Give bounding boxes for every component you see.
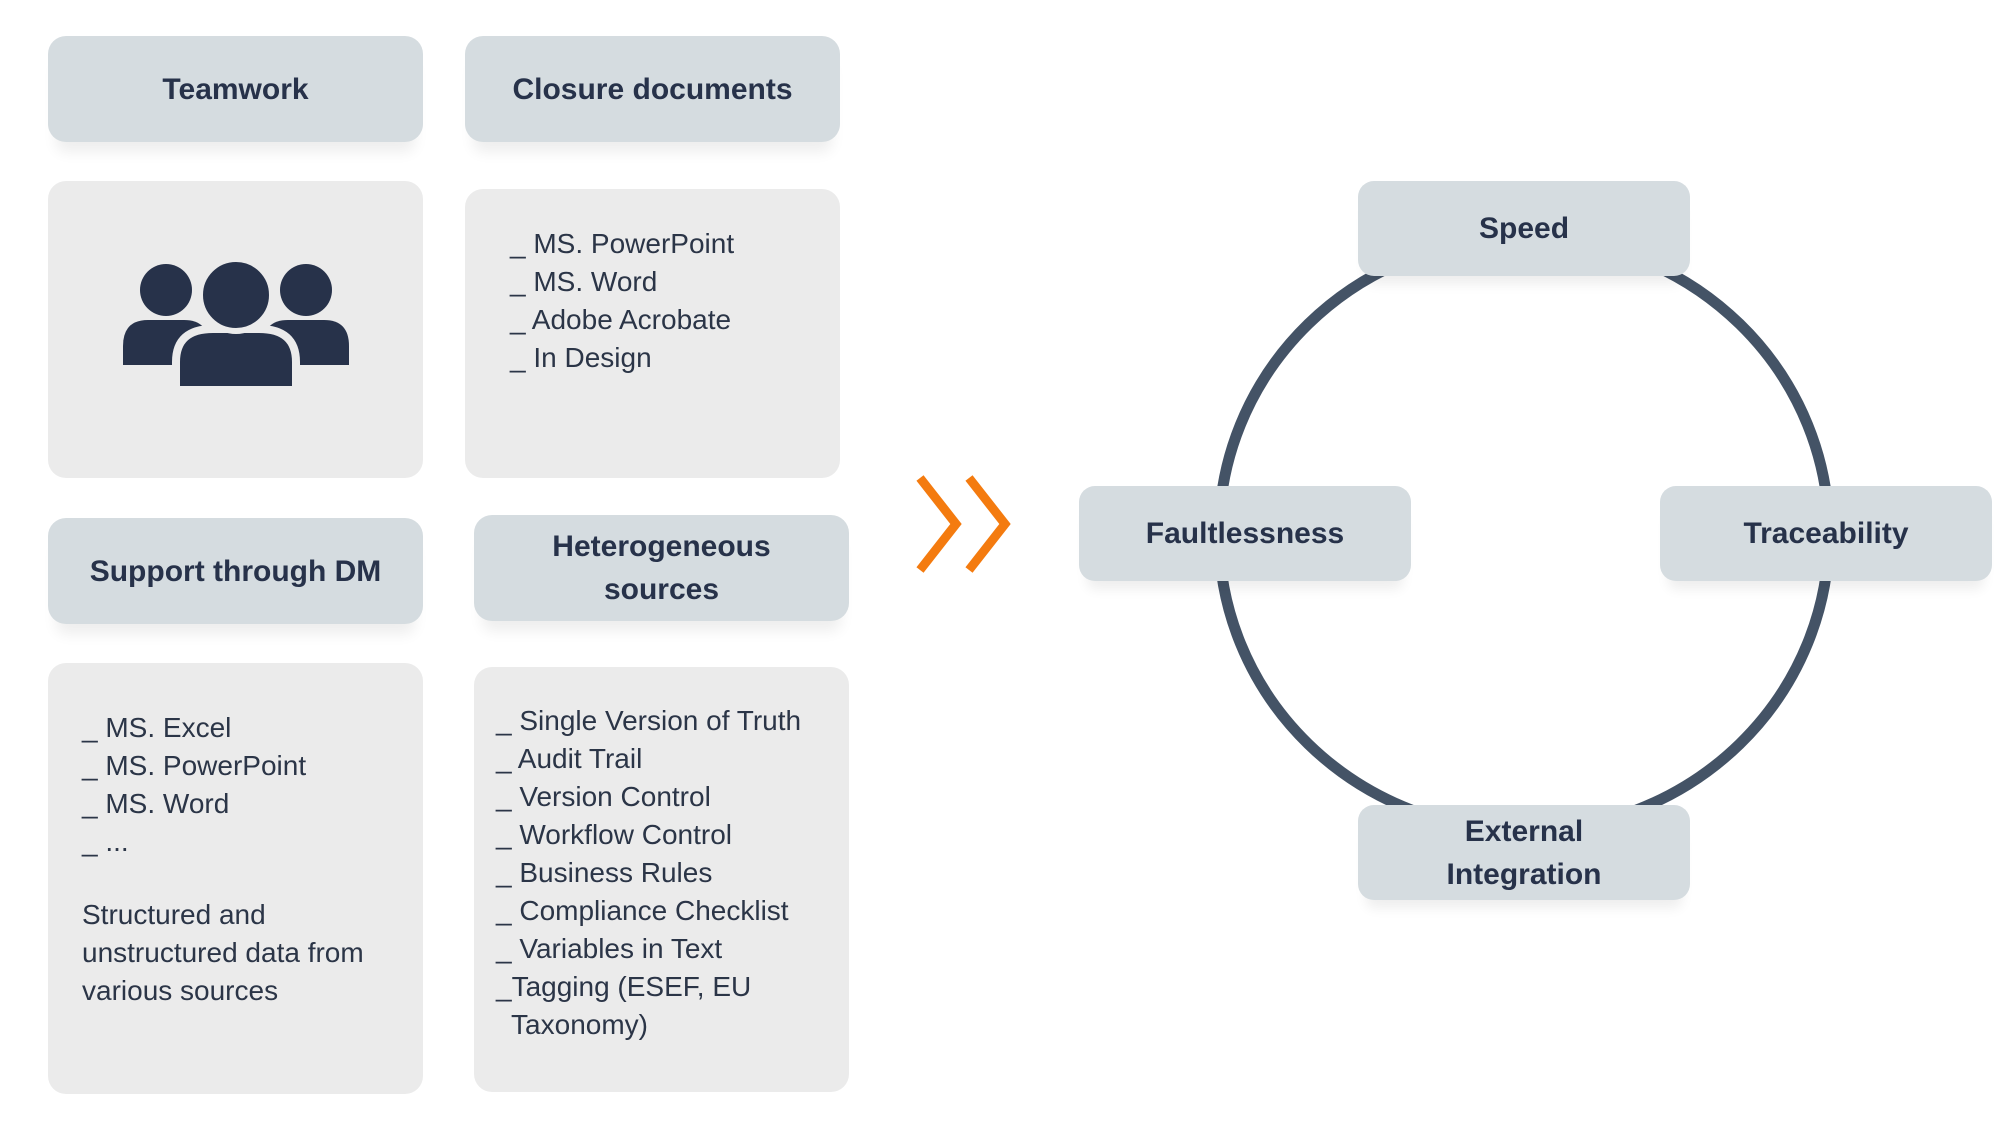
support-dm-panel: _ MS. Excel _ MS. PowerPoint _ MS. Word … (48, 663, 423, 1094)
cycle-node-faultlessness: Faultlessness (1079, 486, 1411, 581)
list-item: _ Version Control (496, 781, 711, 812)
cycle-node-label: Faultlessness (1145, 517, 1345, 550)
list-item: _ Single Version of Truth (496, 705, 802, 736)
list-item: _ Compliance Checklist (496, 895, 789, 926)
closure-documents-list: _ MS. PowerPoint _ MS. Word _ Adobe Acro… (510, 225, 734, 377)
list-item: _ Business Rules (496, 857, 713, 888)
list-item: _ MS. PowerPoint (82, 750, 307, 781)
list-item: _ MS. PowerPoint (510, 228, 735, 259)
heterogeneous-sources-header: Heterogeneous sources (474, 515, 849, 621)
support-dm-list: _ MS. Excel _ MS. PowerPoint _ MS. Word … (82, 709, 306, 861)
list-item: _ Audit Trail (496, 743, 643, 774)
list-item: _Tagging (ESEF, EU (496, 971, 752, 1002)
closure-documents-header: Closure documents (465, 36, 840, 142)
cycle-node-external-integration: External Integration (1358, 805, 1690, 900)
list-item: _ Adobe Acrobate (510, 304, 732, 335)
cycle-node-label: Traceability (1743, 517, 1909, 550)
teamwork-title: Teamwork (162, 72, 309, 106)
cycle-node-speed: Speed (1358, 181, 1690, 276)
heterogeneous-sources-panel: _ Single Version of Truth _ Audit Trail … (474, 667, 849, 1092)
teamwork-header: Teamwork (48, 36, 423, 142)
support-dm-title: Support through DM (89, 554, 382, 588)
note-line: various sources (82, 975, 279, 1006)
cycle-node-traceability: Traceability (1660, 486, 1992, 581)
list-item: _ MS. Word (82, 788, 230, 819)
list-item: _ Variables in Text (496, 933, 723, 964)
closure-documents-panel: _ MS. PowerPoint _ MS. Word _ Adobe Acro… (465, 189, 840, 478)
list-item: _ Workflow Control (496, 819, 733, 850)
list-item: _ In Design (510, 342, 652, 373)
heterogeneous-sources-title-line: sources (603, 573, 720, 606)
note-line: unstructured data from (82, 937, 364, 968)
list-item: Taxonomy) (496, 1009, 648, 1040)
list-item: _ MS. Word (510, 266, 658, 297)
list-item: _ ... (82, 826, 129, 857)
heterogeneous-sources-title-line: Heterogeneous (552, 530, 771, 563)
cycle-node-label: External (1464, 814, 1584, 848)
teamwork-panel (48, 181, 423, 478)
closure-documents-title: Closure documents (512, 72, 793, 106)
list-item: _ MS. Excel (82, 712, 232, 743)
team-icon (123, 262, 349, 394)
cycle-node-label: Integration (1446, 857, 1602, 891)
note-line: Structured and (82, 899, 266, 930)
cycle-node-label: Speed (1478, 212, 1570, 245)
support-dm-header: Support through DM (48, 518, 423, 624)
support-dm-note: Structured and unstructured data from va… (82, 896, 364, 1010)
heterogeneous-sources-list: _ Single Version of Truth _ Audit Trail … (496, 702, 801, 1044)
